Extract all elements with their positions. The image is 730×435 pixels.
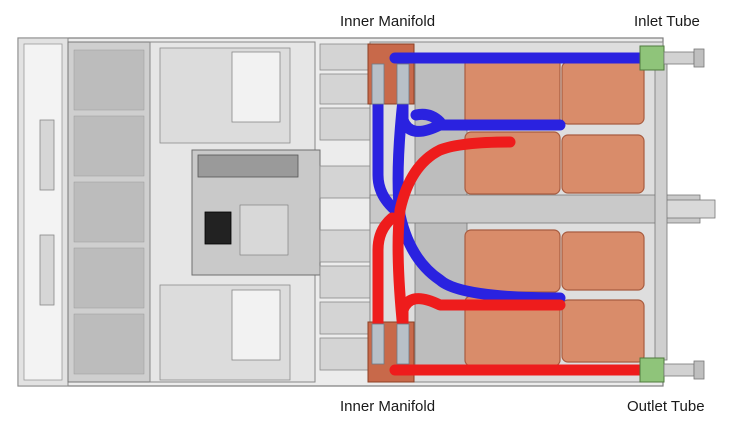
- outlet-tube-label: Outlet Tube: [627, 398, 705, 415]
- inlet-tube-label: Inlet Tube: [634, 13, 700, 30]
- outlet-coupling: [639, 357, 705, 383]
- fan-column: [319, 43, 371, 371]
- vent-grid: [73, 49, 145, 375]
- hot-coolant-lines: [372, 136, 646, 376]
- inner-manifold-top-label: Inner Manifold: [340, 13, 436, 30]
- manifold-connectors: [371, 63, 410, 365]
- cold-coolant-lines: [372, 52, 646, 304]
- inner-manifold-bottom-label: Inner Manifold: [340, 398, 436, 415]
- inlet-coupling: [639, 45, 705, 71]
